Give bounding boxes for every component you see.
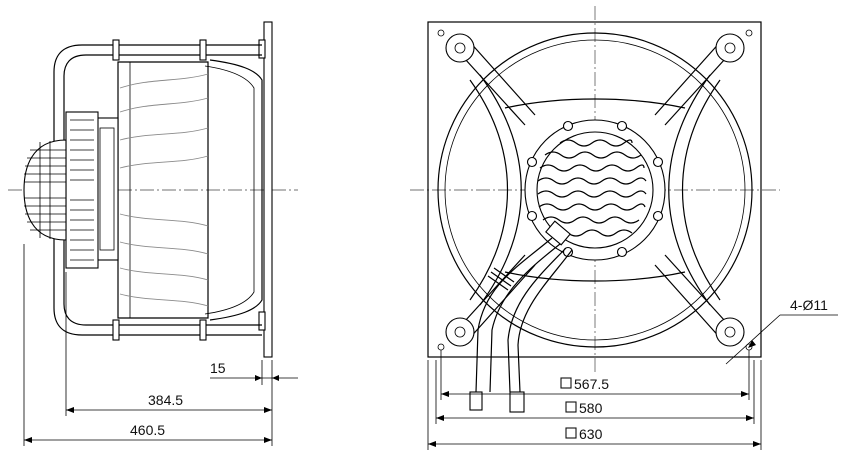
side-flange-plate xyxy=(263,21,273,358)
side-dim-384-5: 384.5 xyxy=(65,272,273,416)
front-arm-tr-2 xyxy=(654,39,723,116)
square-symbol-icon xyxy=(560,377,572,389)
side-frame-clamp-4 xyxy=(199,319,207,341)
front-spider-right-outer xyxy=(681,79,721,301)
front-corner-boss-tl xyxy=(437,29,475,63)
front-dim-567-5: 567.5 xyxy=(440,350,750,400)
side-blade-2 xyxy=(119,97,209,113)
front-hole-callout: 4-Ø11 xyxy=(725,297,838,365)
front-spider-right-inner xyxy=(668,74,711,306)
front-inlet-ring-outer xyxy=(437,32,753,348)
front-connector-2 xyxy=(509,391,525,413)
side-motor-housing xyxy=(95,117,119,261)
front-cable-ties xyxy=(487,267,515,291)
side-frame-clamp-2 xyxy=(199,39,207,61)
dim-567-5-label: 567.5 xyxy=(574,376,609,392)
side-inlet-ring-inner xyxy=(204,65,255,315)
square-symbol-icon xyxy=(565,401,577,413)
front-dim-580: 580 xyxy=(435,360,755,424)
side-flange-lug-top xyxy=(258,39,266,59)
front-cable-gland xyxy=(545,220,571,246)
front-heatsink-fins xyxy=(537,139,647,237)
side-blade-7 xyxy=(119,267,209,281)
side-dim-15: 15 xyxy=(210,360,298,385)
side-inlet-ring xyxy=(209,59,263,321)
front-arm-tl-2 xyxy=(467,39,536,116)
hole-callout-label: 4-Ø11 xyxy=(790,297,828,313)
dim-460-5-label: 460.5 xyxy=(130,422,165,438)
side-motor-flange xyxy=(65,111,99,269)
dim-630-label: 630 xyxy=(579,426,603,442)
dim-580-label: 580 xyxy=(579,400,603,416)
front-cable-3 xyxy=(507,247,567,393)
front-connector-1 xyxy=(469,391,483,411)
side-heatsink xyxy=(23,139,67,241)
front-motor-bolts xyxy=(526,120,664,258)
dim-15-label: 15 xyxy=(210,360,226,376)
front-spider-left-outer xyxy=(469,79,509,301)
side-blade-5 xyxy=(119,213,209,227)
front-arm-bl-2 xyxy=(467,264,536,341)
front-dim-630: 630 xyxy=(427,360,762,450)
side-frame-clamp-1 xyxy=(112,39,120,61)
side-frame-clamp-3 xyxy=(112,319,120,341)
front-cable-4 xyxy=(517,249,573,393)
front-corner-boss-bl xyxy=(437,317,475,351)
front-corner-boss-tr xyxy=(715,29,753,63)
side-blade-4 xyxy=(119,155,209,169)
front-spider-left-inner xyxy=(479,74,522,306)
square-symbol-icon xyxy=(565,427,577,439)
side-dim-460-5: 460.5 xyxy=(23,244,273,446)
side-heatsink-ribs xyxy=(24,141,66,239)
front-inlet-ring-inner xyxy=(444,39,746,341)
side-motor-fins xyxy=(70,119,94,261)
front-cable-1 xyxy=(475,237,553,393)
side-view: 15 384.5 460.5 xyxy=(8,21,298,446)
front-arm-br-2 xyxy=(654,264,723,341)
side-motor-housing-inner xyxy=(99,127,115,251)
front-cable-2 xyxy=(489,243,561,393)
front-view: 4-Ø11 567.5 580 xyxy=(410,6,838,450)
side-blade-6 xyxy=(119,241,209,255)
front-heatsink xyxy=(536,131,654,249)
dim-384-5-label: 384.5 xyxy=(148,392,183,408)
side-flange-lug-bottom xyxy=(258,311,266,331)
front-mounting-plate xyxy=(427,21,762,358)
side-blade-3 xyxy=(119,127,209,141)
side-blade-8 xyxy=(119,293,209,307)
side-blade-1 xyxy=(119,73,209,89)
